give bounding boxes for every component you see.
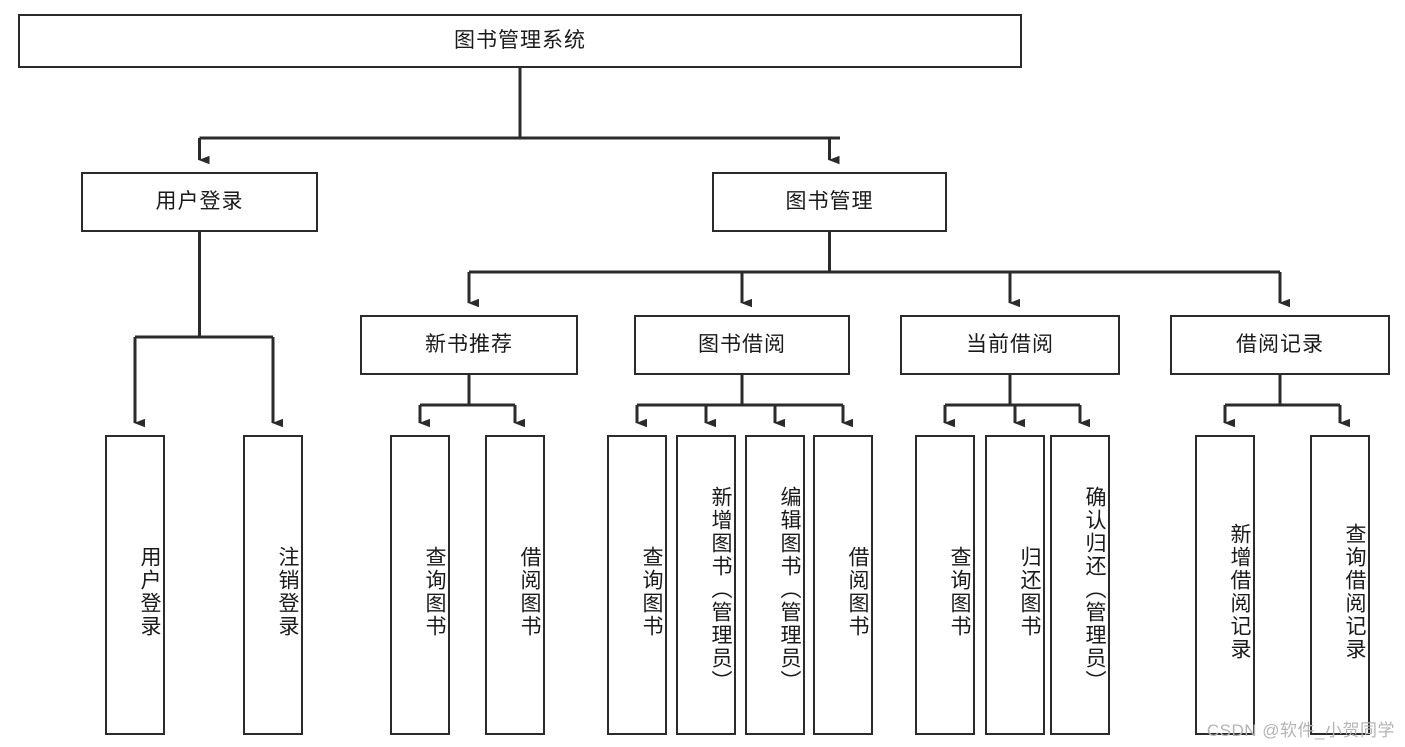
node-label: 新增借阅记录 bbox=[1228, 523, 1251, 661]
node-label: 新书推荐 bbox=[425, 333, 513, 357]
node-label: 查询借阅记录 bbox=[1343, 523, 1366, 661]
leaf-logout[interactable]: 注销登录 bbox=[243, 435, 303, 735]
leaf-return-books[interactable]: 归还图书 bbox=[985, 435, 1045, 735]
node-label: 查询图书 bbox=[640, 546, 663, 638]
leaf-add-book-admin[interactable]: 新增图书（管理员） bbox=[676, 435, 736, 735]
leaf-edit-book-admin[interactable]: 编辑图书（管理员） bbox=[745, 435, 805, 735]
leaf-borrow-books-recommendation[interactable]: 借阅图书 bbox=[485, 435, 545, 735]
node-label: 图书管理 bbox=[785, 190, 874, 214]
node-current-borrowing[interactable]: 当前借阅 bbox=[900, 315, 1120, 375]
node-label: 借阅图书 bbox=[518, 546, 541, 638]
node-label: 确认归还（管理员） bbox=[1083, 485, 1106, 693]
node-label: 用户登录 bbox=[138, 546, 161, 638]
node-label: 注销登录 bbox=[276, 546, 299, 638]
node-label: 归还图书 bbox=[1018, 546, 1041, 638]
node-label: 借阅记录 bbox=[1236, 333, 1324, 357]
node-label: 当前借阅 bbox=[966, 333, 1054, 357]
node-label: 借阅图书 bbox=[846, 546, 869, 638]
node-book-management[interactable]: 图书管理 bbox=[712, 172, 947, 232]
leaf-borrow-books-borrowing[interactable]: 借阅图书 bbox=[813, 435, 873, 735]
node-label: 查询图书 bbox=[948, 546, 971, 638]
leaf-add-borrowing-record[interactable]: 新增借阅记录 bbox=[1195, 435, 1255, 735]
node-label: 图书借阅 bbox=[698, 333, 786, 357]
node-book-borrowing[interactable]: 图书借阅 bbox=[634, 315, 850, 375]
leaf-query-books-borrowing[interactable]: 查询图书 bbox=[607, 435, 667, 735]
node-label: 新增图书（管理员） bbox=[709, 485, 732, 693]
node-root-book-management-system[interactable]: 图书管理系统 bbox=[18, 14, 1022, 68]
leaf-confirm-return-admin[interactable]: 确认归还（管理员） bbox=[1050, 435, 1110, 735]
leaf-query-borrowing-record[interactable]: 查询借阅记录 bbox=[1310, 435, 1370, 735]
node-label: 查询图书 bbox=[423, 546, 446, 638]
leaf-query-books-recommendation[interactable]: 查询图书 bbox=[390, 435, 450, 735]
leaf-user-login[interactable]: 用户登录 bbox=[105, 435, 165, 735]
leaf-query-books-current[interactable]: 查询图书 bbox=[915, 435, 975, 735]
csdn-watermark: CSDN @软件_小贺同学 bbox=[1206, 721, 1395, 740]
node-label: 用户登录 bbox=[155, 190, 244, 214]
node-borrowing-records[interactable]: 借阅记录 bbox=[1170, 315, 1390, 375]
node-label: 图书管理系统 bbox=[454, 29, 586, 53]
node-label: 编辑图书（管理员） bbox=[778, 485, 801, 693]
node-new-book-recommendation[interactable]: 新书推荐 bbox=[360, 315, 578, 375]
node-user-login[interactable]: 用户登录 bbox=[81, 172, 318, 232]
